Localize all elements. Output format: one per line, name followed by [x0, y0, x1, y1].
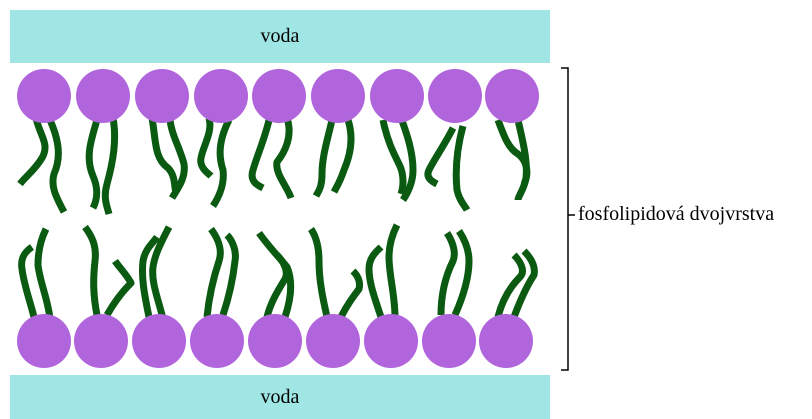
- phospholipid-top-tail-6-2: [334, 120, 351, 192]
- phospholipid-bottom-tail-2-1: [85, 227, 97, 315]
- tails-top-layer: [20, 118, 527, 214]
- phospholipid-top-tail-1-2: [50, 120, 64, 212]
- phospholipid-bottom-head-2: [74, 314, 128, 368]
- tails-bottom-layer: [22, 225, 535, 319]
- phospholipid-bottom-tail-6-1: [311, 229, 327, 317]
- phospholipid-bottom-tail-8-2: [455, 231, 469, 315]
- phospholipid-bottom-tail-8-1: [441, 233, 454, 315]
- phospholipid-bottom-tail-7-2: [389, 225, 397, 317]
- phospholipid-top-tail-4-1: [201, 118, 211, 176]
- phospholipid-bottom-head-1: [17, 314, 71, 368]
- phospholipid-top-tail-6-1: [316, 120, 332, 196]
- phospholipid-top-head-3: [135, 69, 189, 123]
- phospholipid-bottom-tail-1-1: [22, 247, 34, 317]
- phospholipid-top-tail-8-2: [456, 126, 467, 210]
- phospholipid-bottom-tail-4-1: [207, 229, 220, 317]
- bilayer-label: fosfolipidová dvojvrstva: [578, 203, 774, 226]
- phospholipid-top-tail-5-1: [252, 120, 269, 188]
- phospholipid-top-head-4: [194, 69, 248, 123]
- phospholipid-top-tail-8-1: [428, 128, 453, 184]
- phospholipid-bottom-head-5: [248, 314, 302, 368]
- phospholipid-top-tail-2-2: [105, 118, 114, 214]
- water-label-bottom: voda: [261, 386, 300, 409]
- phospholipid-bottom-tail-1-2: [38, 229, 50, 319]
- phospholipid-top-head-1: [17, 69, 71, 123]
- phospholipid-top-head-5: [252, 69, 306, 123]
- phospholipid-top-tail-7-1: [383, 120, 403, 194]
- phospholipid-bottom-head-8: [422, 314, 476, 368]
- phospholipid-top-tail-2-1: [89, 120, 97, 208]
- phospholipid-bottom-head-9: [479, 314, 533, 368]
- heads-bottom-layer: [17, 314, 533, 368]
- water-layer-bottom: voda: [10, 375, 550, 419]
- phospholipid-top-head-2: [76, 69, 130, 123]
- phospholipid-bottom-tail-7-1: [369, 247, 381, 317]
- bilayer-bracket: [561, 68, 575, 370]
- phospholipid-top-tail-1-1: [20, 118, 45, 184]
- heads-top-layer: [17, 69, 539, 123]
- phospholipid-top-head-7: [370, 69, 424, 123]
- phospholipid-bottom-head-7: [364, 314, 418, 368]
- phospholipid-top-head-6: [311, 69, 365, 123]
- phospholipid-top-tail-5-2: [277, 118, 291, 198]
- phospholipid-bottom-head-6: [306, 314, 360, 368]
- phospholipid-top-head-9: [485, 69, 539, 123]
- phospholipid-bottom-tail-2-2: [107, 261, 131, 315]
- phospholipid-bottom-head-4: [190, 314, 244, 368]
- phospholipid-top-head-8: [428, 69, 482, 123]
- phospholipid-bottom-tail-6-2: [341, 271, 360, 317]
- phospholipid-bottom-tail-4-2: [223, 235, 235, 315]
- phospholipid-bottom-head-3: [132, 314, 186, 368]
- phospholipid-top-tail-4-2: [213, 120, 229, 206]
